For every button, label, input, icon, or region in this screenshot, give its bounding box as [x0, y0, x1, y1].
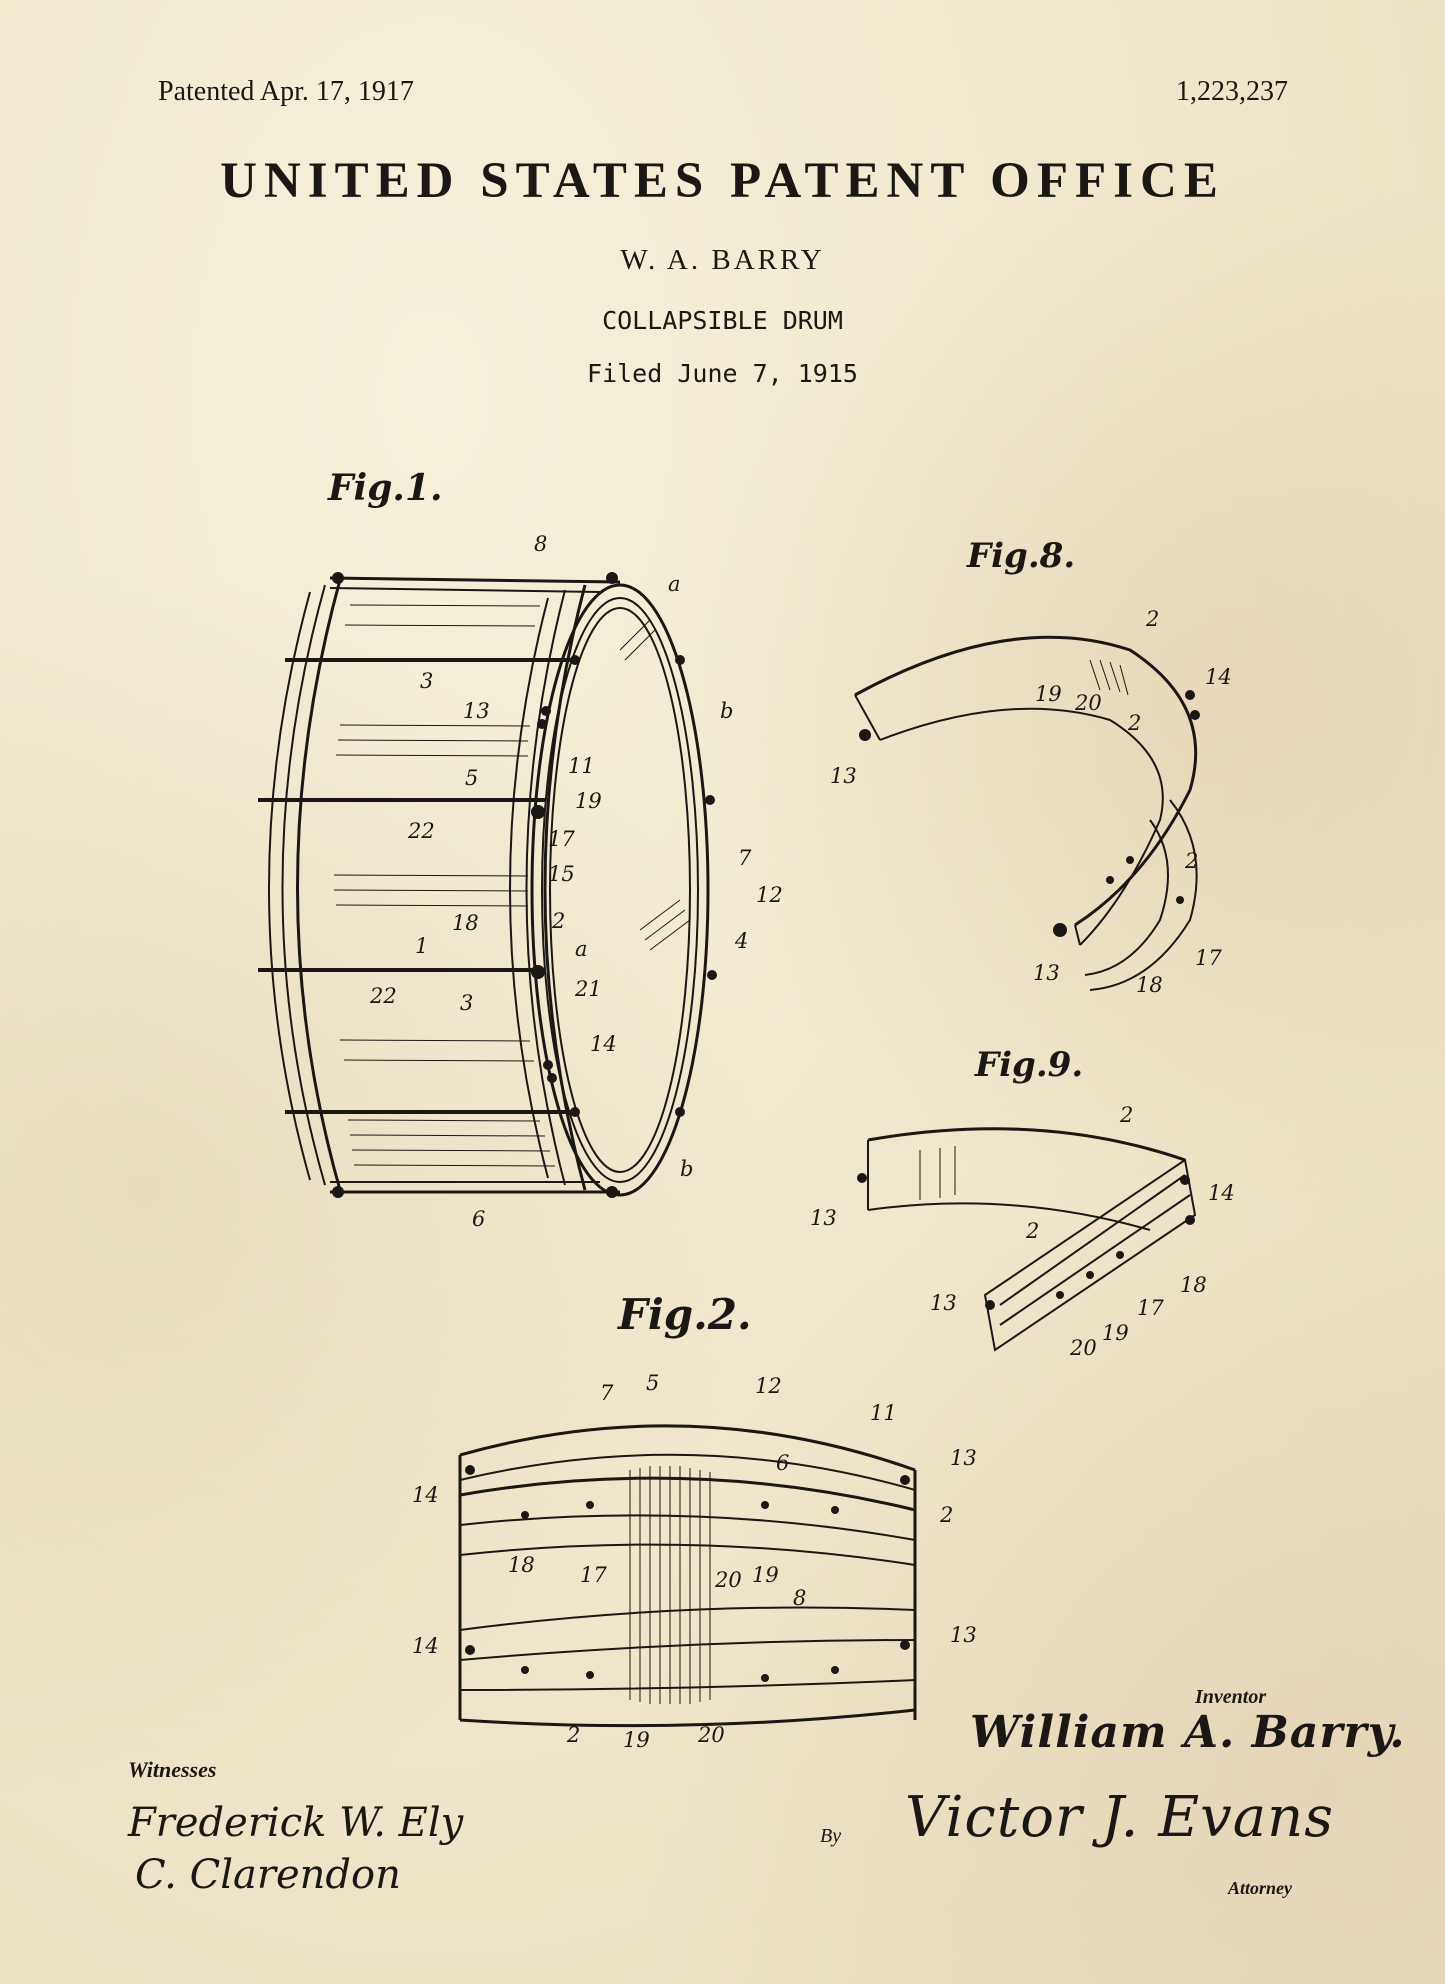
- fig1-ref-3-bottom: 3: [460, 991, 473, 1015]
- witness-signature-2: C. Clarendon: [135, 1852, 401, 1898]
- fig1-ref-b-top: b: [720, 699, 733, 723]
- fig1-ref-1: 1: [415, 934, 428, 958]
- fig1-ref-a-top: a: [668, 572, 681, 596]
- fig1-ref-8: 8: [534, 532, 547, 556]
- fig2-ref-20-bottom: 20: [697, 1723, 725, 1747]
- fig1-ref-a-mid: a: [575, 937, 588, 961]
- fig8-ref-14: 14: [1205, 665, 1232, 689]
- witness-signature-1: Frederick W. Ely: [128, 1800, 464, 1846]
- fig2-ref-17: 17: [580, 1563, 607, 1587]
- inventor-label: Inventor: [1195, 1686, 1267, 1708]
- fig8-ref-19: 19: [1035, 682, 1062, 706]
- fig1-ref-4: 4: [734, 929, 748, 953]
- fig1-ref-12: 12: [756, 883, 783, 907]
- fig1-ref-21: 21: [574, 977, 602, 1001]
- fig1-ref-22-top: 22: [407, 819, 435, 843]
- fig1-ref-13: 13: [463, 699, 490, 723]
- fig1-ref-17: 17: [548, 827, 575, 851]
- fig1-ref-18: 18: [452, 911, 479, 935]
- fig2-ref-19-bottom: 19: [623, 1728, 650, 1752]
- fig9-ref-19: 19: [1102, 1321, 1129, 1345]
- attorney-label: Attorney: [1228, 1878, 1293, 1898]
- witnesses-label: Witnesses: [128, 1757, 217, 1782]
- fig8-ref-2-right: 2: [1184, 849, 1198, 873]
- fig9-ref-13-top: 13: [810, 1206, 837, 1230]
- fig8-ref-17: 17: [1195, 946, 1222, 970]
- fig8-ref-2-mid: 2: [1127, 711, 1141, 735]
- fig1-ref-19: 19: [575, 789, 602, 813]
- fig1-label: Fig.1.: [328, 467, 443, 509]
- fig1-ref-2: 2: [551, 909, 565, 933]
- fig2-ref-14-top: 14: [412, 1483, 439, 1507]
- fig2-ref-6: 6: [776, 1451, 789, 1475]
- inventor-name: W. A. BARRY: [620, 244, 825, 276]
- fig9-ref-18: 18: [1180, 1273, 1207, 1297]
- fig1-ref-6: 6: [472, 1207, 485, 1231]
- fig9-ref-17: 17: [1137, 1296, 1164, 1320]
- fig2-ref-11: 11: [870, 1401, 897, 1425]
- fig8-drawing: [854, 635, 1200, 991]
- fig2-ref-2-top: 2: [939, 1503, 953, 1527]
- patent-office-heading: UNITED STATES PATENT OFFICE: [220, 153, 1225, 209]
- fig2-label: Fig.2.: [618, 1290, 752, 1339]
- fig2-ref-19-top: 19: [752, 1563, 779, 1587]
- invention-title: COLLAPSIBLE DRUM: [602, 306, 843, 335]
- fig9-drawing: [857, 1127, 1197, 1352]
- fig1-ref-15: 15: [548, 862, 575, 886]
- fig2-ref-5: 5: [646, 1371, 659, 1395]
- fig9-ref-14: 14: [1208, 1181, 1235, 1205]
- patent-number: 1,223,237: [1176, 76, 1288, 107]
- fig8-label: Fig.8.: [967, 536, 1076, 576]
- fig2-ref-13-top: 13: [950, 1446, 977, 1470]
- fig2-ref-8: 8: [793, 1586, 806, 1610]
- fig2-ref-14-bottom: 14: [412, 1634, 439, 1658]
- patent-date: Patented Apr. 17, 1917: [158, 76, 414, 107]
- fig9-ref-13-bottom: 13: [930, 1291, 957, 1315]
- reference-numerals: 8 a 3 b 13 5 11 19 22 17 7 15 12 18 2 1 …: [369, 532, 1235, 1752]
- by-label: By: [820, 1825, 842, 1847]
- fig2-ref-13-bottom: 13: [950, 1623, 977, 1647]
- fig1-ref-3-top: 3: [420, 669, 433, 693]
- fig1-ref-14: 14: [590, 1032, 617, 1056]
- fig8-ref-2-top: 2: [1145, 607, 1159, 631]
- fig9-label: Fig.9.: [975, 1045, 1084, 1085]
- fig2-ref-2-bottom: 2: [566, 1723, 580, 1747]
- fig9-ref-2-mid: 2: [1025, 1219, 1039, 1243]
- fig1-ref-5: 5: [465, 766, 478, 790]
- fig1-ref-11: 11: [568, 754, 595, 778]
- fig9-ref-2-top: 2: [1119, 1103, 1133, 1127]
- fig2-ref-7: 7: [600, 1381, 614, 1405]
- attorney-signature: Victor J. Evans: [905, 1785, 1334, 1850]
- fig1-ref-b-bottom: b: [680, 1157, 693, 1181]
- fig2-ref-12: 12: [755, 1374, 782, 1398]
- fig2-ref-18: 18: [508, 1553, 535, 1577]
- fig9-ref-20: 20: [1069, 1336, 1097, 1360]
- fig8-ref-13-bottom: 13: [1033, 961, 1060, 985]
- fig8-ref-20: 20: [1074, 691, 1102, 715]
- fig8-ref-18: 18: [1136, 973, 1163, 997]
- fig1-drawing: [258, 572, 717, 1198]
- fig8-ref-13-top: 13: [830, 764, 857, 788]
- fig2-ref-20-top: 20: [714, 1568, 742, 1592]
- filed-date: Filed June 7, 1915: [587, 359, 858, 388]
- fig2-drawing: [458, 1424, 917, 1728]
- fig1-ref-22-bottom: 22: [369, 984, 397, 1008]
- inventor-signature: William A. Barry.: [970, 1707, 1406, 1758]
- fig1-ref-7: 7: [738, 846, 752, 870]
